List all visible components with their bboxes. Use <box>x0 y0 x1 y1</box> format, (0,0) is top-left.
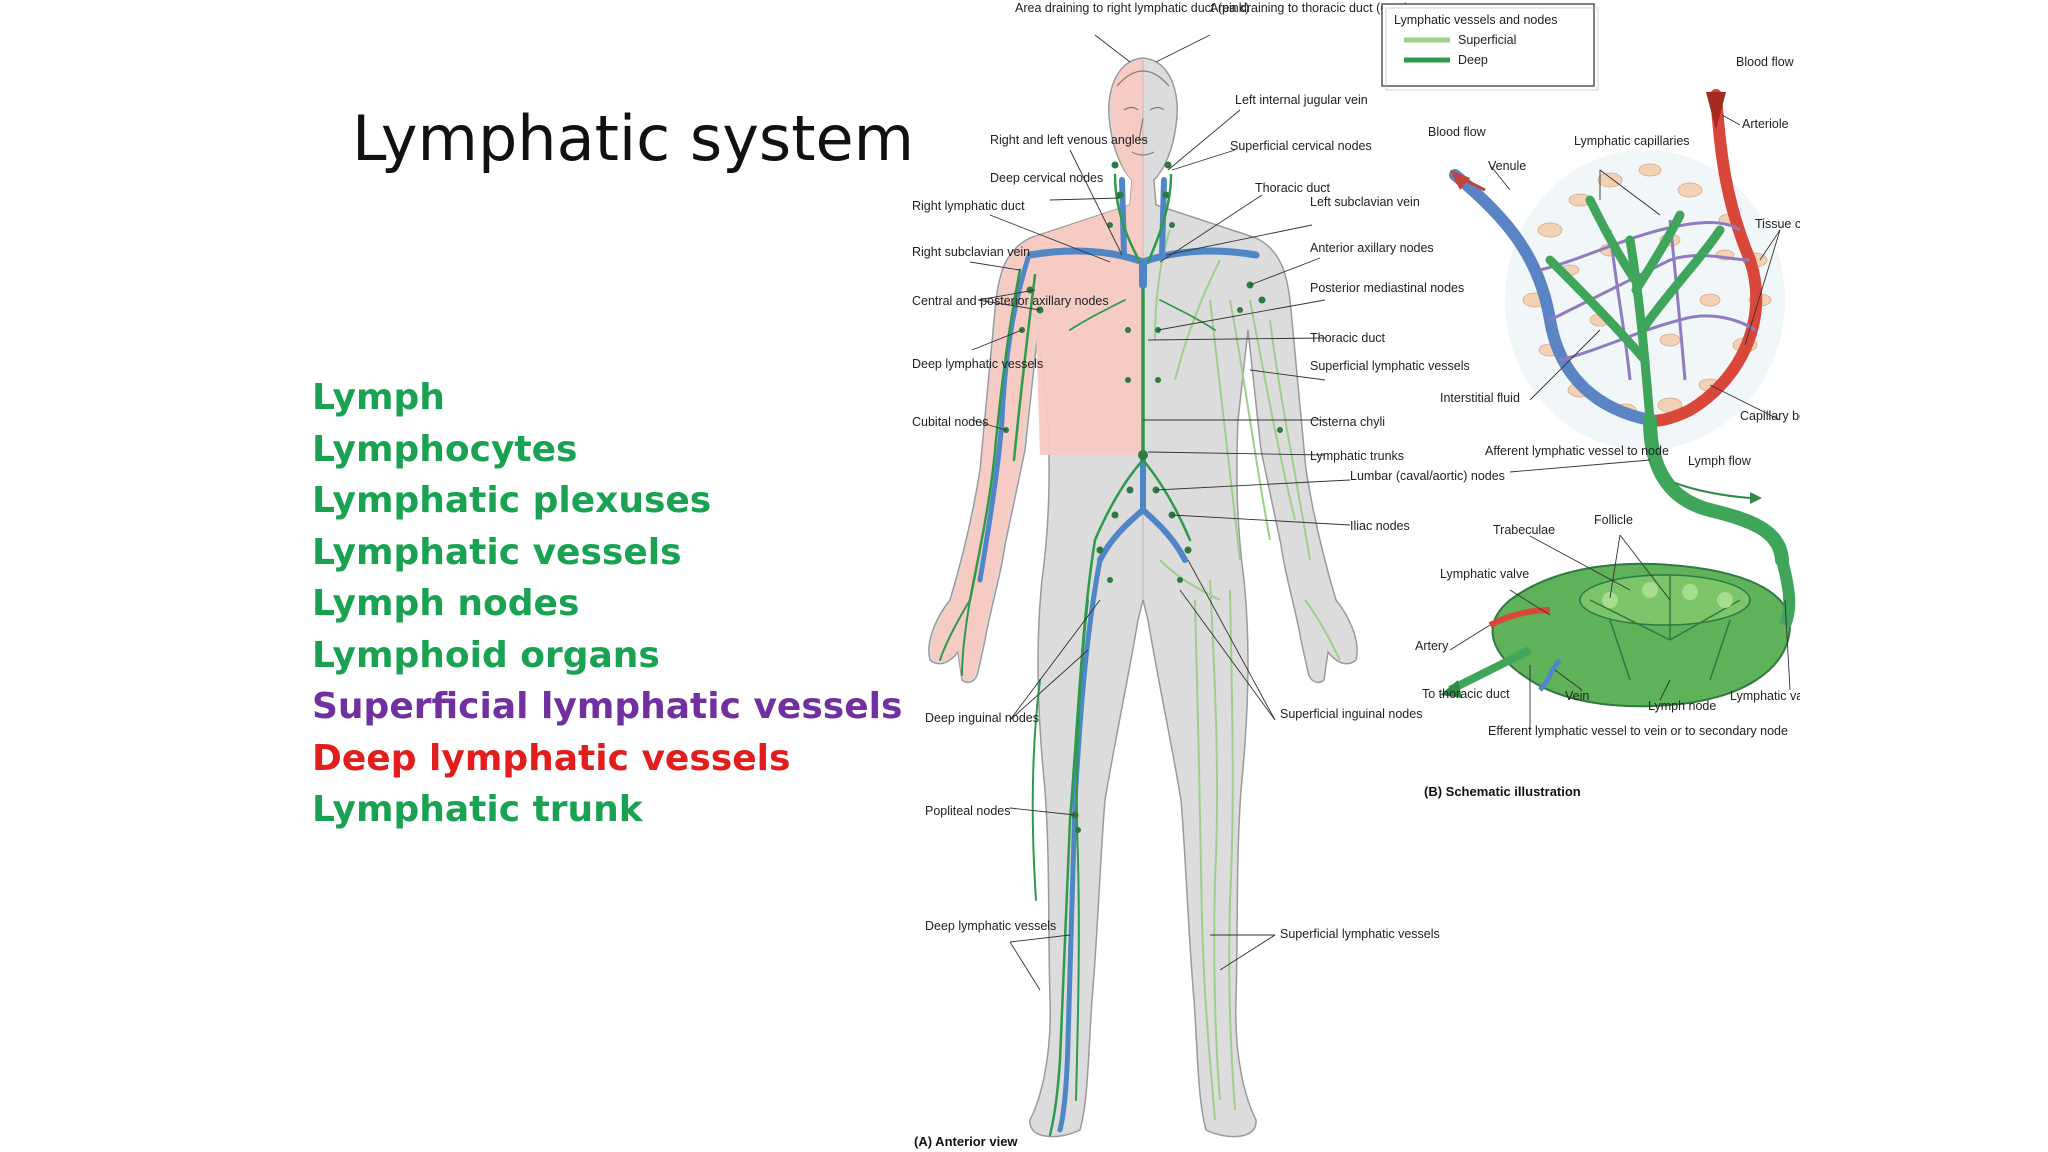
label-posterior-mediastinal: Posterior mediastinal nodes <box>1310 281 1464 295</box>
term-item: Deep lymphatic vessels <box>312 737 791 779</box>
label-cisterna-chyli: Cisterna chyli <box>1310 415 1385 429</box>
label-lymphatic-valve-left: Lymphatic valve <box>1440 567 1529 581</box>
vein <box>1538 658 1562 692</box>
term-item: Lymphatic vessels <box>312 531 682 573</box>
lymph-node-schematic <box>1491 558 1796 708</box>
label-cubital-nodes: Cubital nodes <box>912 415 988 429</box>
slide-title: Lymphatic system <box>352 102 915 175</box>
face <box>1116 70 1170 156</box>
leader-lines-b <box>1449 114 1791 730</box>
label-afferent: Afferent lymphatic vessel to node <box>1485 444 1669 458</box>
label-tissue-cells: Tissue cells <box>1755 217 1800 231</box>
term-item: Lymphoid organs <box>312 634 660 676</box>
label-superficial-cervical: Superficial cervical nodes <box>1230 139 1372 153</box>
label-deep-lymphatic-vessels-arm: Deep lymphatic vessels <box>912 357 1043 371</box>
term-item: Superficial lymphatic vessels <box>312 686 903 727</box>
label-capillary-bed: Capillary bed <box>1740 409 1800 423</box>
label-venule: Venule <box>1488 159 1526 173</box>
labels-b: Blood flow Arteriole Blood flow Venule L… <box>1415 55 1800 799</box>
body-anterior-view: Area draining to right lymphatic duct (p… <box>912 1 1505 1149</box>
label-right-lymphatic-duct: Right lymphatic duct <box>912 199 1025 213</box>
veins <box>977 177 1260 1133</box>
legend: Lymphatic vessels and nodes Superficial … <box>1381 3 1599 91</box>
term-list: Lymph Lymphocytes Lymphatic plexuses Lym… <box>312 372 902 836</box>
artery <box>1488 607 1551 628</box>
label-right-subclavian: Right subclavian vein <box>912 245 1030 259</box>
term-item: Lymphatic trunk <box>312 789 643 830</box>
label-interstitial-fluid: Interstitial fluid <box>1440 391 1520 405</box>
term-item: Lymph <box>312 377 445 418</box>
legend-deep: Deep <box>1458 53 1488 67</box>
label-efferent: Efferent lymphatic vessel to vein or to … <box>1488 724 1788 738</box>
legend-title: Lymphatic vessels and nodes <box>1394 13 1558 27</box>
label-artery: Artery <box>1415 639 1449 653</box>
label-lymphatic-valve-right: Lymphatic valve <box>1730 689 1800 703</box>
schematic-illustration: Blood flow Arteriole Blood flow Venule L… <box>1415 55 1800 799</box>
label-lymph-flow: Lymph flow <box>1688 454 1752 468</box>
label-blood-flow-left: Blood flow <box>1428 125 1487 139</box>
term-item: Lymph nodes <box>312 583 580 624</box>
label-lymphatic-trunks: Lymphatic trunks <box>1310 449 1404 463</box>
label-lymphatic-capillaries: Lymphatic capillaries <box>1574 134 1690 148</box>
label-to-thoracic-duct: To thoracic duct <box>1422 687 1510 701</box>
label-deep-lymphatic-vessels-leg: Deep lymphatic vessels <box>925 919 1056 933</box>
deep-vessels <box>939 173 1216 1137</box>
label-left-internal-jugular: Left internal jugular vein <box>1235 93 1368 107</box>
label-area-left: Area draining to thoracic duct (gray) <box>1210 1 1409 15</box>
label-follicle: Follicle <box>1594 513 1633 527</box>
lymphatic-capillaries <box>1545 195 1725 425</box>
label-superficial-lymphatic-vessels-leg: Superficial lymphatic vessels <box>1280 927 1440 941</box>
label-iliac: Iliac nodes <box>1350 519 1410 533</box>
label-trabeculae: Trabeculae <box>1493 523 1555 537</box>
labels-a: Area draining to right lymphatic duct (p… <box>912 1 1505 1149</box>
label-area-right: Area draining to right lymphatic duct (p… <box>1015 1 1249 15</box>
label-left-subclavian: Left subclavian vein <box>1310 195 1420 209</box>
label-lumbar: Lumbar (caval/aortic) nodes <box>1350 469 1505 483</box>
label-thoracic-duct-top: Thoracic duct <box>1255 181 1331 195</box>
term-item: Lymphatic plexuses <box>312 480 712 521</box>
label-superficial-lymphatic-vessels-arm: Superficial lymphatic vessels <box>1310 359 1470 373</box>
afferent-vessel <box>1643 413 1789 567</box>
label-venous-angles: Right and left venous angles <box>990 133 1148 147</box>
superficial-vessels <box>1154 229 1341 1121</box>
label-popliteal: Popliteal nodes <box>925 804 1010 818</box>
lymphatic-figure: Area draining to right lymphatic duct (p… <box>912 1 1800 1149</box>
label-lymph-node: Lymph node <box>1648 699 1716 713</box>
term-item: Lymphocytes <box>312 428 578 470</box>
label-superficial-inguinal: Superficial inguinal nodes <box>1280 707 1422 721</box>
caption-b: (B) Schematic illustration <box>1424 784 1581 799</box>
label-deep-inguinal: Deep inguinal nodes <box>925 711 1039 725</box>
label-blood-flow-right: Blood flow <box>1736 55 1795 69</box>
legend-superficial: Superficial <box>1458 33 1516 47</box>
caption-a: (A) Anterior view <box>914 1134 1018 1149</box>
label-arteriole: Arteriole <box>1742 117 1789 131</box>
label-anterior-axillary: Anterior axillary nodes <box>1310 241 1434 255</box>
label-vein: Vein <box>1565 689 1589 703</box>
leader-lines-a <box>969 34 1351 991</box>
label-thoracic-duct: Thoracic duct <box>1310 331 1386 345</box>
lymph-nodes <box>1003 161 1283 833</box>
label-deep-cervical: Deep cervical nodes <box>990 171 1103 185</box>
label-central-posterior-axillary: Central and posterior axillary nodes <box>912 294 1109 308</box>
